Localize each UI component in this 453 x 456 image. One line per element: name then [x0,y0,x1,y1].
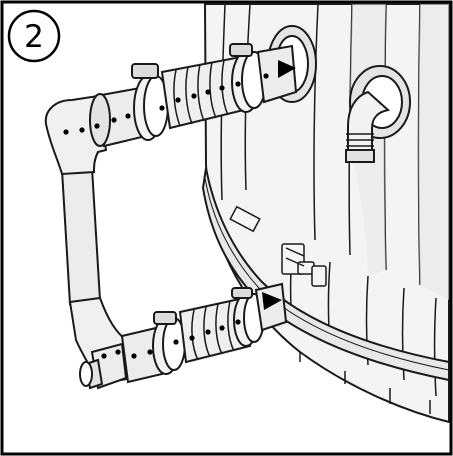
alignment-dot [219,325,225,331]
alignment-dot [173,339,179,345]
alignment-dot [101,353,107,359]
bottom-flow-arrow [262,292,282,310]
alignment-dot [191,93,197,99]
step-badge: 2 [7,9,61,63]
alignment-dot [125,113,131,119]
bottom-connector [254,282,288,332]
hose-assembly [44,43,298,390]
alignment-dot [175,97,181,103]
alignment-dot [205,89,211,95]
step-badge-circle [7,9,61,63]
alignment-dot [115,349,121,355]
tub-lower-staves [299,352,431,414]
alignment-dot [94,123,100,129]
alignment-dot [63,129,69,135]
bottom-spout [79,342,128,390]
alignment-dot [147,349,153,355]
top-flow-arrow [278,60,296,78]
top-hose-clamp-left [131,63,169,141]
alignment-dot [205,329,211,335]
alignment-dot [219,85,225,91]
alignment-dot [235,81,241,87]
bottom-hose-clamp-right [231,287,265,347]
alignment-dot [235,319,241,325]
alignment-dot [79,127,85,133]
bottom-pipe [120,326,164,384]
alignment-dot [131,353,137,359]
step-number: 2 [24,19,44,55]
top-pipe-collar [89,93,111,147]
top-hose-clamp-right [229,43,267,113]
alignment-dot [159,105,165,111]
top-connector [256,44,298,104]
band-latch [229,205,327,287]
tub-band [201,167,450,382]
side-elbow-fitting [345,65,411,163]
bottom-hose-clamp-left [152,311,186,375]
alignment-dot [111,117,117,123]
alignment-dot [189,335,195,341]
alignment-dots [63,73,269,359]
alignment-dot [263,73,269,79]
